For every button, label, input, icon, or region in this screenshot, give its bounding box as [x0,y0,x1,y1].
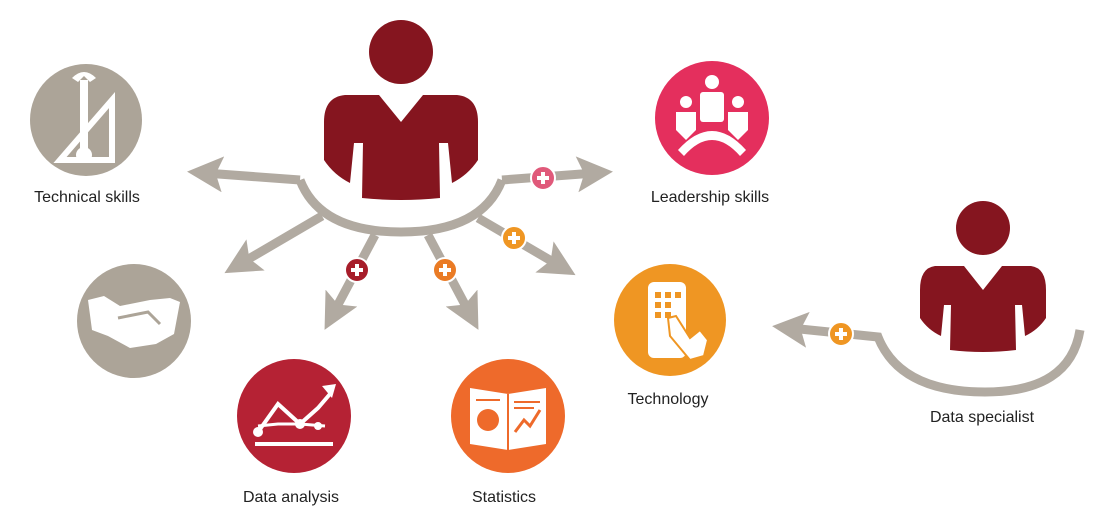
data-specialist-arrow [772,311,1085,397]
plus-badge-data-specialist [828,321,854,347]
plus-badge-leadership [530,165,556,191]
team-meeting-icon [655,61,769,175]
plus-badges [344,165,556,283]
plus-badge-technology [501,225,527,251]
label-data-specialist: Data specialist [929,409,1035,426]
label-leadership-skills: Leadership skills [650,189,770,206]
report-icon [451,359,565,473]
person-data-specialist [920,201,1046,352]
tools-icon [30,64,142,176]
handshake-icon [77,264,191,378]
label-technical-skills: Technical skills [34,189,140,206]
plus-badge-data-analysis [344,257,370,283]
label-data-analysis: Data analysis [242,489,340,506]
line-chart-icon [237,359,351,473]
touch-device-icon [614,264,726,376]
person-main [324,20,478,200]
plus-badge-statistics [432,257,458,283]
label-technology: Technology [627,391,709,408]
label-statistics: Statistics [471,489,537,506]
